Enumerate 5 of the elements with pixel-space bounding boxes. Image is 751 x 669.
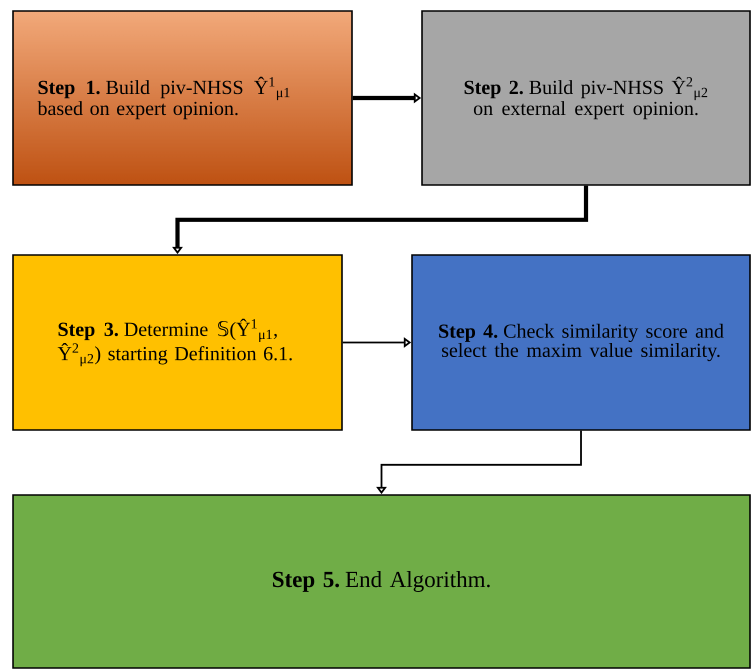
process-box: Step 4. Check similarity score and select the maxim value similarity. <box>411 254 751 431</box>
process-box: Step 3. Determine 𝕊(Ŷ$^{1}$$_{μ1}$, Ŷ$^{2}$$_{μ2}$) starting Definition 6.1. <box>12 254 343 431</box>
process-box: Step 1. Build piv-NHSS Ŷ$^{1}$μ1 based on expert opinion. <box>12 10 353 186</box>
process-box: Step 5. End Algorithm. <box>12 494 751 669</box>
process-box: Step 2. Build piv-NHSS Ŷ$^{2}$μ2 on external expert opinion. <box>421 10 751 186</box>
